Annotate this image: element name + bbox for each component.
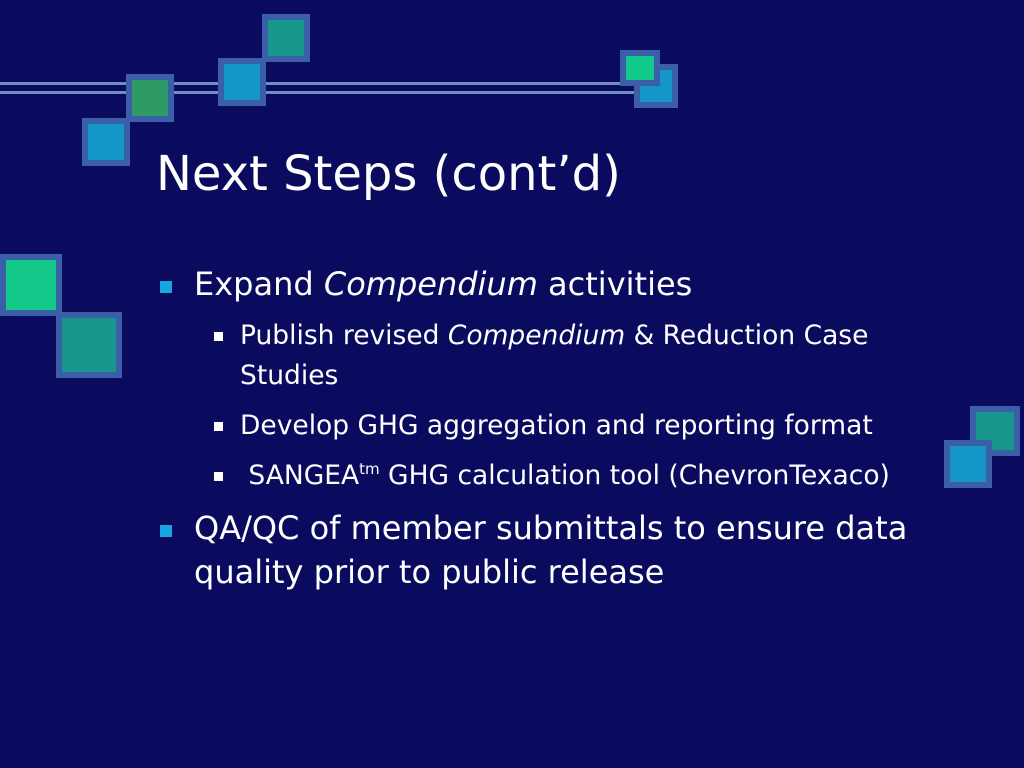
bullet-text-italic: Compendium <box>323 265 538 303</box>
decor-square <box>126 74 174 122</box>
sub-bullet-text-post: & Reduction Case Studies <box>240 320 869 391</box>
trademark-superscript: tm <box>359 460 380 479</box>
slide-body: Expand Compendium activities Publish rev… <box>156 262 916 604</box>
bullet-text: QA/QC of member submittals to ensure dat… <box>194 509 908 591</box>
bullet-text-post: activities <box>537 265 693 303</box>
sub-bullet-text-post: GHG calculation tool (ChevronTexaco) <box>379 460 890 491</box>
square-bullet-icon <box>214 472 223 481</box>
decor-square <box>620 50 660 86</box>
sub-bullet-item: Publish revised Compendium & Reduction C… <box>156 316 916 396</box>
sub-bullet-item: SANGEAtm GHG calculation tool (ChevronTe… <box>156 456 916 496</box>
slide-title: Next Steps (cont’d) <box>156 146 621 202</box>
square-bullet-icon <box>214 422 223 431</box>
square-bullet-icon <box>160 281 172 293</box>
sub-bullet-item: Develop GHG aggregation and reporting fo… <box>156 406 916 446</box>
sub-bullet-text: Develop GHG aggregation and reporting fo… <box>240 410 873 441</box>
decor-line-bottom <box>0 91 660 94</box>
decor-square <box>0 254 62 316</box>
bullet-text-pre: Expand <box>194 265 324 303</box>
decor-square <box>82 118 130 166</box>
bullet-item: Expand Compendium activities <box>156 262 916 306</box>
decor-line-top <box>0 82 660 85</box>
square-bullet-icon <box>160 525 172 537</box>
sub-bullet-text-pre: SANGEA <box>240 460 360 491</box>
decor-square <box>262 14 310 62</box>
sub-bullet-text-pre: Publish revised <box>240 320 448 351</box>
decor-square <box>944 440 992 488</box>
square-bullet-icon <box>214 332 223 341</box>
decor-square <box>218 58 266 106</box>
bullet-item: QA/QC of member submittals to ensure dat… <box>156 506 916 594</box>
decor-square <box>56 312 122 378</box>
sub-bullet-text-italic: Compendium <box>447 320 626 351</box>
